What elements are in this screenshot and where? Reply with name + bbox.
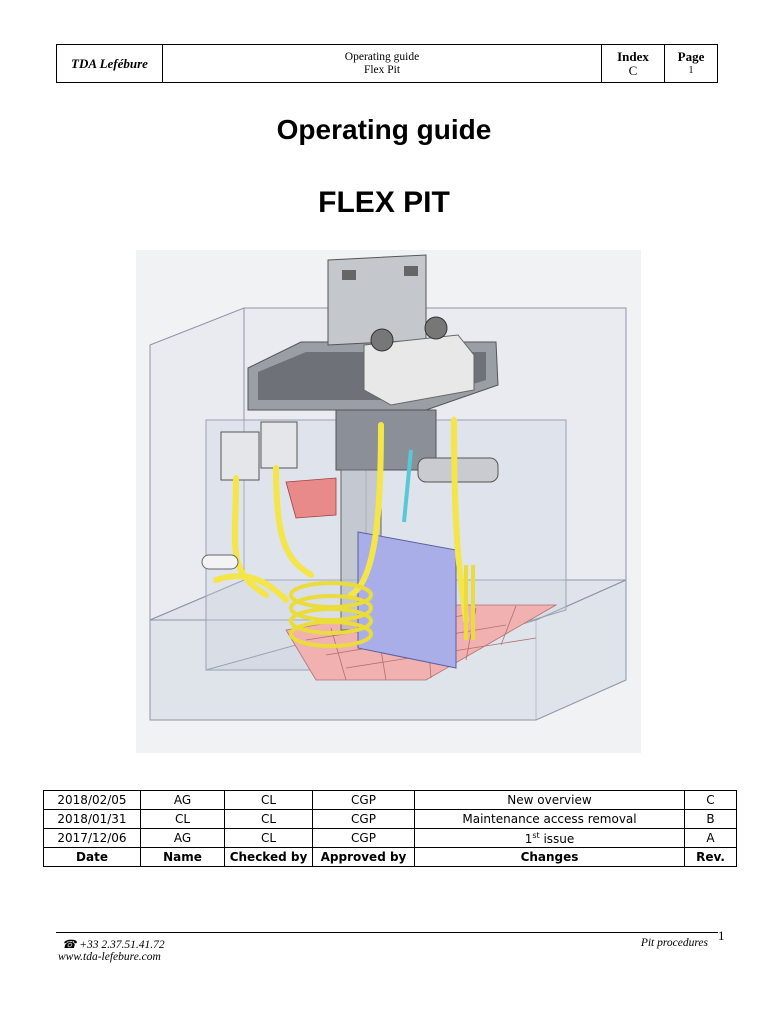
revision-checked-by: CL xyxy=(224,809,313,829)
index-label: Index xyxy=(617,48,649,64)
revision-name: CL xyxy=(140,809,225,829)
document-title: Operating guide xyxy=(276,114,492,145)
table-header-row: Date Name Checked by Approved by Changes… xyxy=(43,847,737,867)
footer-divider xyxy=(56,932,718,933)
revision-table: 2018/02/05 AG CL CGP New overview C 2018… xyxy=(43,790,737,867)
column-header-approved-by: Approved by xyxy=(312,847,415,867)
header-title-cell: Operating guide Flex Pit xyxy=(162,44,602,83)
column-header-date: Date xyxy=(43,847,141,867)
column-header-checked-by: Checked by xyxy=(224,847,313,867)
phone-number: +33 2.37.51.41.72 xyxy=(79,939,165,951)
flex-pit-illustration xyxy=(136,250,641,753)
revision-approved-by: CGP xyxy=(312,809,415,829)
revision-date: 2018/01/31 xyxy=(43,809,141,829)
table-row: 2018/01/31 CL CL CGP Maintenance access … xyxy=(43,809,737,829)
revision-changes: New overview xyxy=(414,790,685,810)
footer-phone: ☎ +33 2.37.51.41.72 xyxy=(62,937,165,951)
revision-checked-by: CL xyxy=(224,790,313,810)
revision-rev: C xyxy=(684,790,737,810)
revision-changes: 1st issue xyxy=(414,828,685,848)
page-label: Page xyxy=(677,48,705,64)
revision-name: AG xyxy=(140,790,225,810)
flex-pit-3d-illustration-icon xyxy=(149,254,627,721)
column-header-name: Name xyxy=(140,847,225,867)
table-row: 2017/12/06 AG CL CGP 1st issue A xyxy=(43,828,737,848)
revision-approved-by: CGP xyxy=(312,790,415,810)
company-name: TDA Lefébure xyxy=(56,44,163,83)
revision-rev: A xyxy=(684,828,737,848)
revision-date: 2018/02/05 xyxy=(43,790,141,810)
index-value: C xyxy=(628,62,638,78)
page-value: 1 xyxy=(688,64,694,76)
revision-approved-by: CGP xyxy=(312,828,415,848)
footer-website: www.tda-lefebure.com xyxy=(58,951,161,963)
revision-checked-by: CL xyxy=(224,828,313,848)
document-header: TDA Lefébure Operating guide Flex Pit In… xyxy=(56,44,718,83)
revision-name: AG xyxy=(140,828,225,848)
column-header-changes: Changes xyxy=(414,847,685,867)
header-page-cell: Page 1 xyxy=(664,44,718,83)
column-header-rev: Rev. xyxy=(684,847,737,867)
document-subtitle: FLEX PIT xyxy=(318,186,450,219)
header-index-cell: Index C xyxy=(601,44,665,83)
revision-date: 2017/12/06 xyxy=(43,828,141,848)
table-row: 2018/02/05 AG CL CGP New overview C xyxy=(43,790,737,810)
revision-rev: B xyxy=(684,809,737,829)
revision-changes: Maintenance access removal xyxy=(414,809,685,829)
footer-section: Pit procedures xyxy=(640,937,708,949)
header-doc-title: Operating guide xyxy=(344,50,420,63)
footer-page-number: 1 xyxy=(718,928,725,943)
phone-icon: ☎ xyxy=(62,939,77,951)
header-doc-subtitle: Flex Pit xyxy=(363,63,401,76)
